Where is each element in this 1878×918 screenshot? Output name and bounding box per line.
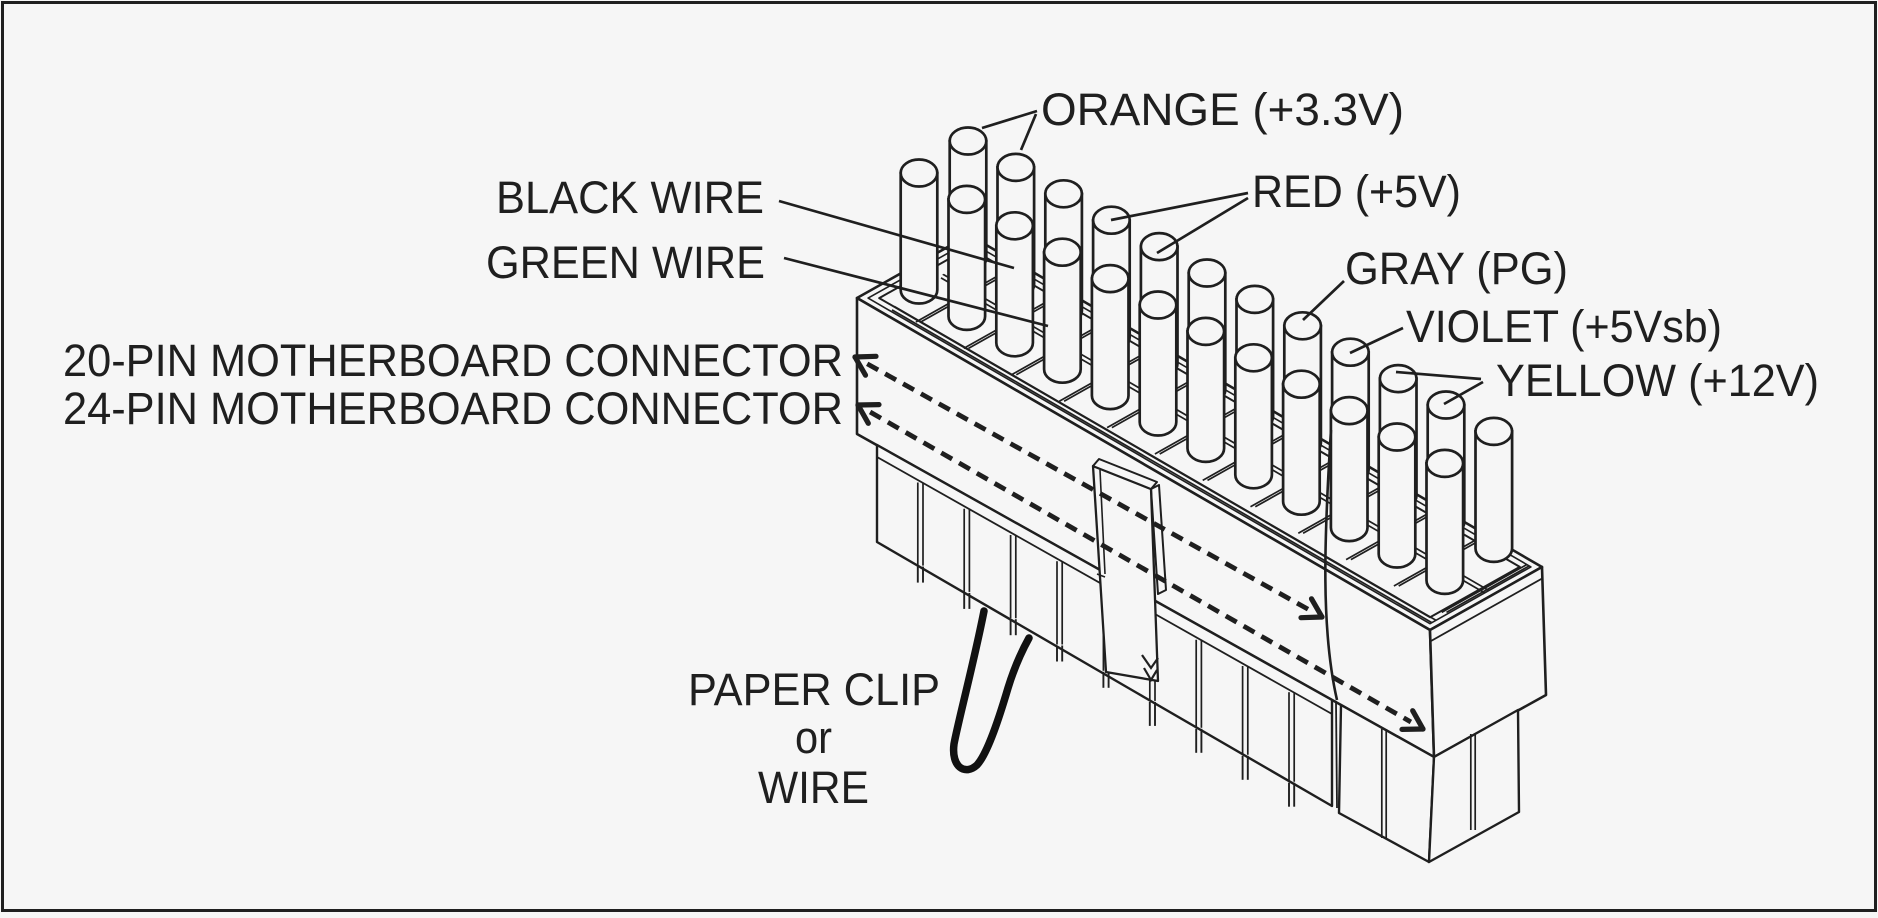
svg-text:24-PIN MOTHERBOARD CONNECTOR: 24-PIN MOTHERBOARD CONNECTOR bbox=[63, 383, 843, 434]
svg-text:BLACK WIRE: BLACK WIRE bbox=[496, 172, 764, 223]
svg-text:GREEN WIRE: GREEN WIRE bbox=[486, 237, 765, 288]
svg-text:VIOLET (+5Vsb): VIOLET (+5Vsb) bbox=[1406, 301, 1722, 352]
svg-text:YELLOW (+12V): YELLOW (+12V) bbox=[1496, 355, 1819, 406]
svg-text:PAPER CLIP: PAPER CLIP bbox=[688, 664, 940, 715]
svg-text:ORANGE (+3.3V): ORANGE (+3.3V) bbox=[1041, 84, 1404, 135]
svg-text:WIRE: WIRE bbox=[758, 762, 869, 813]
svg-text:20-PIN MOTHERBOARD CONNECTOR: 20-PIN MOTHERBOARD CONNECTOR bbox=[63, 335, 843, 386]
svg-text:GRAY (PG): GRAY (PG) bbox=[1345, 243, 1568, 294]
svg-text:RED (+5V): RED (+5V) bbox=[1252, 166, 1461, 217]
svg-text:or: or bbox=[795, 712, 832, 763]
